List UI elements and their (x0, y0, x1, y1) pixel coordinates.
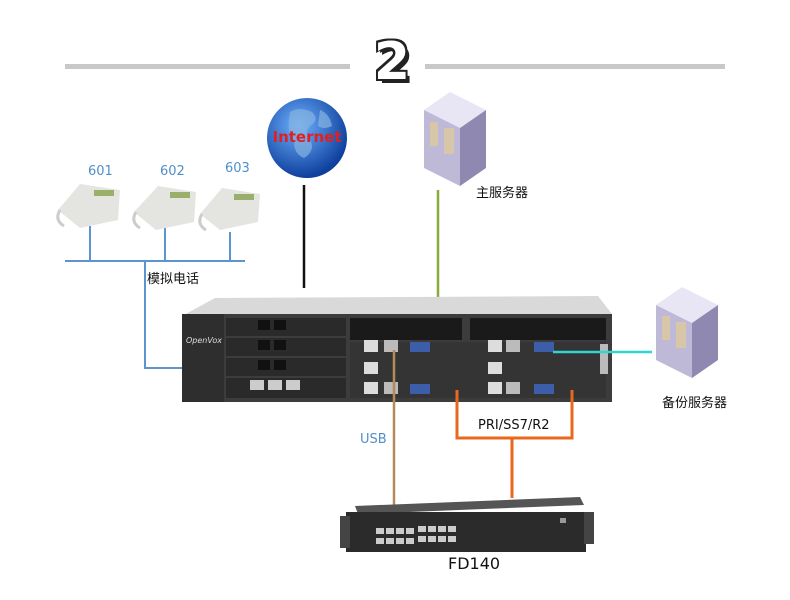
pri-bracket (455, 390, 574, 440)
internet-globe-icon (267, 98, 347, 178)
internet-label: Internet (272, 128, 342, 146)
extension-603: 603 (225, 161, 250, 176)
usb-label: USB (360, 432, 387, 447)
phone-601-icon (56, 184, 120, 228)
analog-phone-label: 模拟电话 (147, 272, 200, 287)
header-rule-right (425, 64, 725, 69)
fd140-label: FD140 (448, 554, 501, 573)
pri-link (455, 390, 574, 498)
main-server-label: 主服务器 (476, 186, 529, 201)
backup-server-label: 备份服务器 (662, 396, 728, 411)
main-server-icon (424, 92, 486, 186)
header-rule-left (65, 64, 350, 69)
backup-server-icon (656, 287, 718, 378)
extension-602: 602 (160, 164, 185, 179)
phone-602-icon (132, 186, 196, 230)
pri-label: PRI/SS7/R2 (478, 418, 550, 433)
step-number: 2 (373, 32, 411, 92)
fd140-device (340, 497, 594, 552)
gateway-top (182, 296, 612, 316)
gateway-device: OpenVox (182, 296, 612, 402)
extension-601: 601 (88, 164, 113, 179)
gateway-brand-text: OpenVox (186, 336, 222, 345)
phone-603-icon (198, 188, 260, 232)
